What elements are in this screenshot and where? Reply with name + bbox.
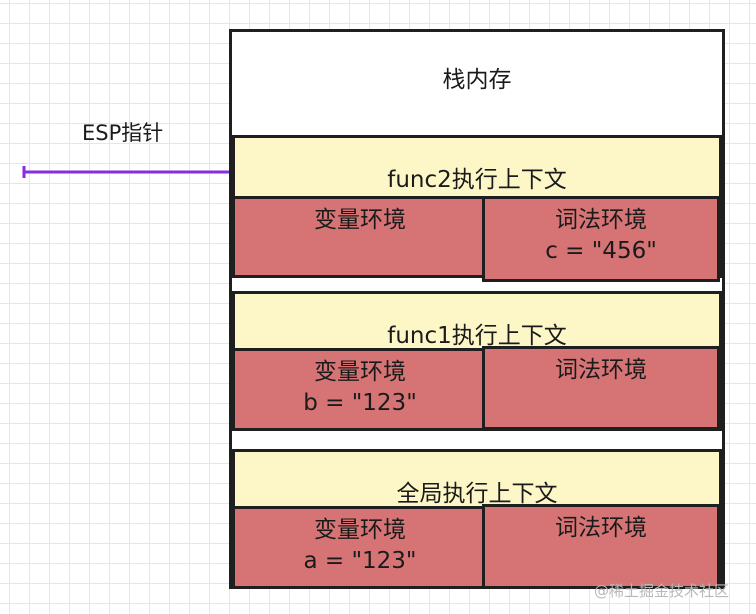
stack-memory-title: 栈内存 (442, 67, 512, 93)
variable-env-label: 变量环境 (314, 517, 406, 543)
watermark: @稀土掘金技术社区 (594, 582, 730, 600)
lexical-env-label: 词法环境 (555, 357, 647, 383)
lexical-env-value: c = "456" (545, 238, 657, 264)
lexical-env-label: 词法环境 (555, 515, 647, 541)
variable-env-label: 变量环境 (314, 359, 406, 385)
variable-env-value: b = "123" (303, 390, 417, 416)
frame-func1-lexical-env: 词法环境 (482, 346, 720, 430)
lexical-env-label: 词法环境 (555, 207, 647, 233)
frame-func2-variable-env: 变量环境 (232, 196, 488, 278)
frame-func1-variable-env: 变量环境 b = "123" (232, 348, 488, 431)
esp-pointer-label: ESP指针 (82, 121, 164, 145)
frame-func2-lexical-env: 词法环境 c = "456" (482, 196, 720, 282)
variable-env-value: a = "123" (303, 548, 417, 574)
frame-global-lexical-env: 词法环境 (482, 504, 720, 589)
variable-env-label: 变量环境 (314, 207, 406, 233)
frame-global-variable-env: 变量环境 a = "123" (232, 506, 488, 589)
